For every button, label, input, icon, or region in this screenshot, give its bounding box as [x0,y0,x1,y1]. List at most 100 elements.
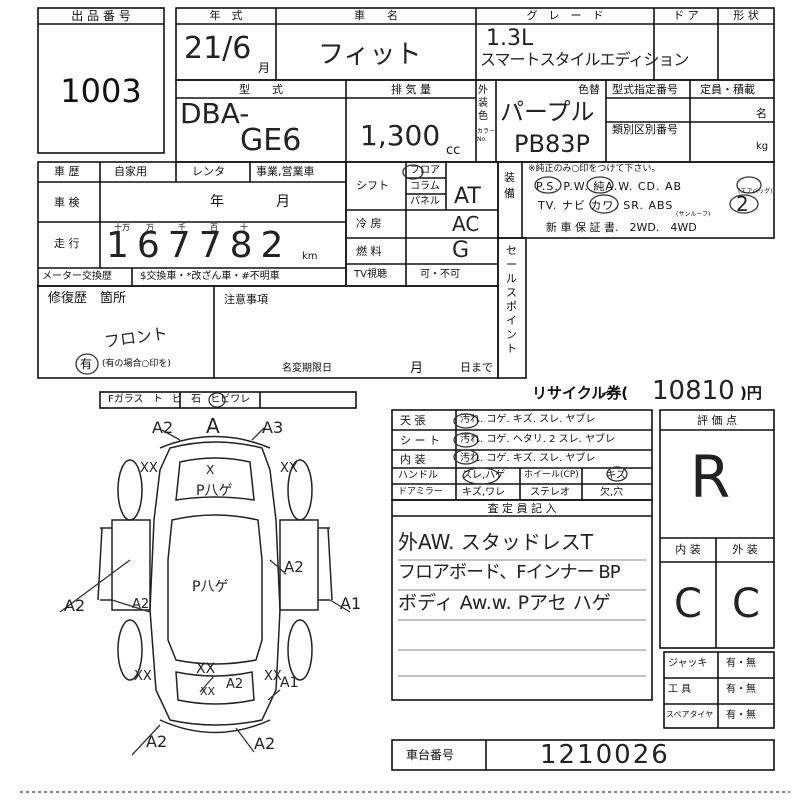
lot-label: 出 品 番 号 [71,9,131,23]
exterior-grade-label: 外 装 [732,543,758,556]
mark-front-right: A3 [262,418,284,437]
airbag-count: 2 [736,192,749,216]
recycle-label: リサイクル券( [532,384,629,402]
color-change-label: 色替 [578,83,600,96]
handle-label: ハンドル [398,470,438,481]
repair-has: 有 [80,357,93,371]
ceiling-label: 天 張 [400,414,426,427]
grade-value-1: 1.3L [486,26,534,51]
type-no-label: 型式指定番号 [612,83,678,96]
score-label: 評 価 点 [697,414,737,427]
mark-left-rear-fender: XX [134,669,152,684]
mark-hood: P八ゲ [196,483,233,499]
mark-left-side: A2 [64,596,86,615]
mark-right-rear-fender: XX [264,669,282,684]
displacement-value: 1,300 [360,119,441,152]
transfer-day: 日まで [460,361,493,374]
cc-unit: cc [446,143,461,158]
equipment-row-3: 新 車 保 証 書. 2WD. 4WD [546,221,697,234]
grade-label: グ レ ー ド [526,9,604,22]
mark-front-center: A [206,414,220,438]
mark-hood-x: X [206,463,215,477]
capacity-label: 定員・積載 [700,83,755,96]
airbag-note: (エアバッグ) [738,188,773,195]
trim-label: 内 装 [400,453,426,466]
color-no-label: カラーNo. [477,128,496,143]
mark-right-door: A2 [284,558,304,576]
shift-floor: フロア [410,165,440,176]
stereo-value: 欠,穴 [600,487,624,498]
inspection-label: 車 検 [54,196,80,209]
year-label: 年 式 [209,9,243,22]
equipment-row-1: P.S. P.W. 純A.W. CD. AB [536,180,683,193]
exterior-label: 外装色 [478,85,488,122]
chassis-label: 車台番号 [406,748,455,762]
shift-value: AT [454,184,481,209]
interior-grade-value: C [674,581,702,627]
grade-value-2: スマートスタイルエディション [480,50,689,69]
fuel-label: 燃 料 [356,245,382,258]
inspection-month: 月 [276,194,290,210]
inspector-label: 査 定 員 記 入 [487,502,557,515]
interior-grade-label: 内 装 [675,543,701,556]
class-no-label: 類別区別番号 [612,123,678,136]
model-label: 型 式 [239,83,283,96]
ceiling-value: 汚れ. コゲ. キズ. スレ. ヤブレ [460,414,596,425]
door-label: ド ア [673,9,699,22]
score-value: R [690,443,731,511]
stereo-label: ステレオ [530,487,570,498]
mirror-value: キズ,ワレ [462,487,506,498]
meter-label: メーター交換歴 [42,271,112,282]
digit-10: 十 [240,223,248,232]
repair-label: 修復歴 箇所 [48,291,127,306]
sales-point-label: セールスポイント [506,244,517,355]
car-name-value: フィット [318,40,422,70]
year-value: 21/6 [184,31,252,66]
mark-left-front-fender: XX [140,461,158,476]
digit-10k: 万 [146,223,154,232]
name-label: 車 名 [354,9,398,22]
digit-100: 百 [210,223,218,232]
mark-rear-left: A2 [146,732,168,751]
mark-trunk-x: XX [196,661,216,677]
rental: レンタ [192,165,225,178]
recycle-value: 10810 [652,376,735,406]
trim-value: 汚れ. コゲ. キズ. スレ. ヤブレ [460,453,596,464]
model-value-1: DBA- [180,97,250,130]
sunroof-note: (サンルーフ) [676,211,711,218]
capacity-unit: 名 [756,107,767,120]
jack-value: 有・無 [726,658,756,669]
mirror-label: ドアミラー [398,487,443,497]
mark-rear-x: XX [200,685,216,698]
kg-unit: kg [756,141,769,152]
inspector-line-3: ボディ Aw.w. Pアセ ハゲ [398,592,611,614]
transfer-month: 月 [410,361,424,376]
jack-label: ジャッキ [668,658,708,669]
mark-trunk: A2 [226,677,244,692]
tv-value: 可・不可 [420,269,460,280]
equipment-label: 装備 [504,171,515,200]
mileage-value: 167782 [106,225,292,266]
transfer-label: 名変期限日 [282,363,332,374]
business-use: 事業,営業車 [256,165,315,178]
mark-right-rear: A1 [280,675,299,691]
lot-number: 1003 [60,72,142,110]
shape-label: 形 状 [733,9,759,22]
ac-label: 冷 房 [356,217,382,230]
meter-note: $交換車・*改ざん車・#不明車 [140,271,280,282]
displacement-label: 排 気 量 [391,83,431,96]
mark-left-rocker: A2 [132,597,150,612]
shift-column: コラム [410,181,440,192]
seat-label: シ ー ト [400,434,440,447]
equipment-note: ※純正のみ○印をつけて下さい。 [528,164,661,174]
tools-value: 有・無 [726,684,756,695]
tools-label: 工 具 [668,684,692,695]
km-unit: km [302,251,318,262]
history-label: 車 歴 [54,165,80,178]
exterior-grade-value: C [732,581,760,627]
repair-note: (有の場合○印を) [102,359,171,369]
mark-front-left: A2 [152,418,174,437]
wheel-value: キズ [606,470,626,481]
mark-right-front-fender: XX [280,461,298,476]
